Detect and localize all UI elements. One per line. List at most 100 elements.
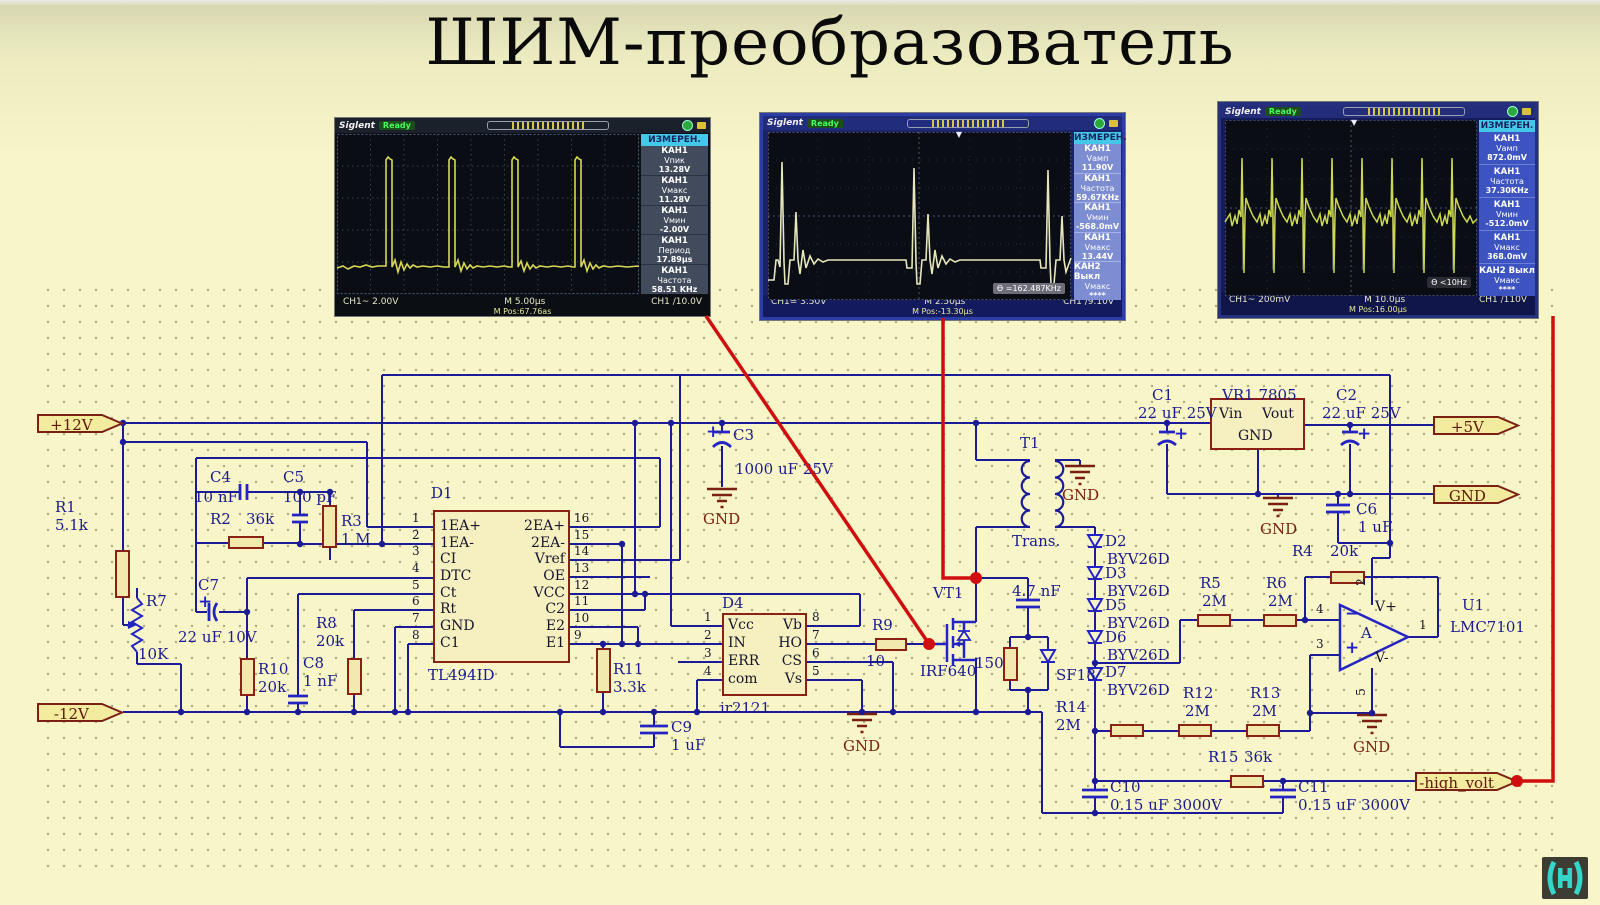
label-u1-part: LMC7101 [1450, 618, 1525, 636]
label-d6-val: BYV26D [1107, 646, 1170, 664]
label-c6-ref: C6 [1356, 500, 1378, 518]
d1-pin10-name: E2 [545, 618, 565, 634]
resistor-150 [1003, 647, 1018, 681]
scope3-waveform [1224, 157, 1478, 274]
d1-pin11-num: 11 [574, 594, 590, 608]
label-r1-ref: R1 [55, 498, 76, 516]
d4-pin8-name: Vb [782, 617, 802, 633]
resistor-r14 [1110, 724, 1144, 737]
d1-pin13-name: OE [543, 568, 565, 584]
label-r4-ref: R4 [1292, 542, 1313, 560]
d1-pin2-num: 2 [412, 528, 420, 542]
d1-pin14-num: 14 [574, 544, 590, 558]
label-c11-ref: C11 [1298, 778, 1329, 796]
label-d7-val: BYV26D [1107, 681, 1170, 699]
label-c1-val: 22 uF 25V [1138, 404, 1217, 422]
d4-pin3-num: 3 [704, 646, 712, 660]
label-c2-ref: C2 [1336, 386, 1358, 404]
label-r10-ref: R10 [258, 660, 289, 678]
label-r8-ref: R8 [316, 614, 337, 632]
label-r14-val: 2M [1056, 716, 1081, 734]
label-c3-plus: + [706, 422, 721, 442]
label-r6-ref: R6 [1266, 574, 1287, 592]
scope2-screen: ▼ Ө =162.487KHz [768, 130, 1072, 300]
label-d1-ref: D1 [431, 484, 453, 502]
label-c3-val: 1000 uF 25V [735, 460, 833, 478]
d1-pin10-num: 10 [574, 611, 590, 625]
d1-pin4-name: DTC [440, 568, 472, 584]
channel-logo [1542, 857, 1588, 899]
d1-pin16-num: 16 [574, 511, 590, 525]
resistor-r10 [240, 658, 255, 696]
label-r1-val: 5.1k [55, 516, 88, 534]
label-d2-ref: D2 [1105, 532, 1127, 550]
label-r2-val: 36k [246, 510, 275, 528]
potentiometer-symbol [128, 597, 144, 653]
scope1-header: Siglent Ready [335, 118, 710, 133]
trigger-position-bar [1342, 107, 1465, 116]
d1-pin9-name: E1 [545, 635, 565, 651]
d1-pin7-name: GND [440, 618, 475, 634]
vr1-pin-gnd: GND [1238, 428, 1273, 444]
vr1-pin-vout: Vout [1262, 406, 1294, 422]
d4-pin7-num: 7 [812, 628, 820, 642]
label-c2-val: 22 uF 25V [1322, 404, 1401, 422]
resistor-r6 [1263, 614, 1297, 627]
flag-plus12v: +12V [37, 414, 125, 434]
label-r10-val: 20k [258, 678, 287, 696]
resistor-r1 [115, 550, 130, 598]
label-c8-val: 1 nF [303, 672, 338, 690]
scope2-trigger-pos: M Pos:-13.30μs [912, 307, 973, 316]
scope1-panel-title: ИЗМЕРЕН. [641, 134, 708, 146]
label-c7-val: 22 uF 10V [178, 628, 257, 646]
resistor-r5 [1197, 614, 1231, 627]
d4-pin4-num: 4 [704, 664, 712, 678]
scope3-trigger: CH1 ∕110V [1478, 295, 1527, 305]
scope2-panel-title: ИЗМЕРЕН. [1074, 132, 1127, 144]
d1-pin6-name: Rt [440, 601, 457, 617]
label-t1-val: Trans. [1012, 532, 1061, 550]
d4-pin5-num: 5 [812, 664, 820, 678]
label-r4-val: 20k [1330, 542, 1359, 560]
label-c11-val: 0.15 uF 3000V [1298, 796, 1411, 814]
label-c8-ref: C8 [303, 654, 325, 672]
resistor-r12 [1178, 724, 1212, 737]
d4-pin6-name: CS [781, 653, 802, 669]
scope1-trigger-pos: M Pos:67.76as [493, 307, 552, 316]
flag-gnd: GND [1433, 485, 1521, 505]
label-csnub: 4.7 nF [1012, 582, 1061, 600]
label-rsnub: 150 [975, 654, 1004, 672]
label-c5-ref: C5 [283, 468, 305, 486]
label-r3-val: 1 M [341, 530, 371, 548]
scope3-freq-counter: Ө <10Hz [1427, 277, 1471, 288]
resistor-r2 [228, 536, 264, 549]
label-gnd-vr1: GND [1260, 520, 1298, 538]
d4-pin2-name: IN [728, 635, 746, 651]
page-title: ШИМ-преобразователь [425, 6, 1235, 80]
scope2-waveform [768, 161, 1072, 285]
scope2-freq-counter: Ө =162.487KHz [992, 283, 1065, 294]
trigger-position-bar [907, 118, 1030, 128]
d1-pin15-num: 15 [574, 528, 590, 542]
scope3-timebase: M 10.0μs [1364, 295, 1406, 305]
d1-pin13-num: 13 [574, 561, 590, 575]
run-indicator-icon [1093, 117, 1105, 129]
d4-pin6-num: 6 [812, 646, 820, 660]
label-r11-ref: R11 [613, 660, 644, 678]
d1-pin5-name: Ct [440, 585, 457, 601]
scope1-timebase: M 5.00μs [504, 297, 546, 307]
d1-pin1-num: 1 [412, 511, 420, 525]
label-c4-ref: C4 [210, 468, 232, 486]
run-indicator-icon [681, 120, 693, 131]
scope2-brand: Siglent [767, 118, 803, 128]
d1-pin11-name: C2 [545, 601, 565, 617]
scope1-screen [336, 134, 640, 294]
u1-pin2-num: 2 [1353, 578, 1368, 586]
label-c4-val: 10 nF [194, 488, 238, 506]
